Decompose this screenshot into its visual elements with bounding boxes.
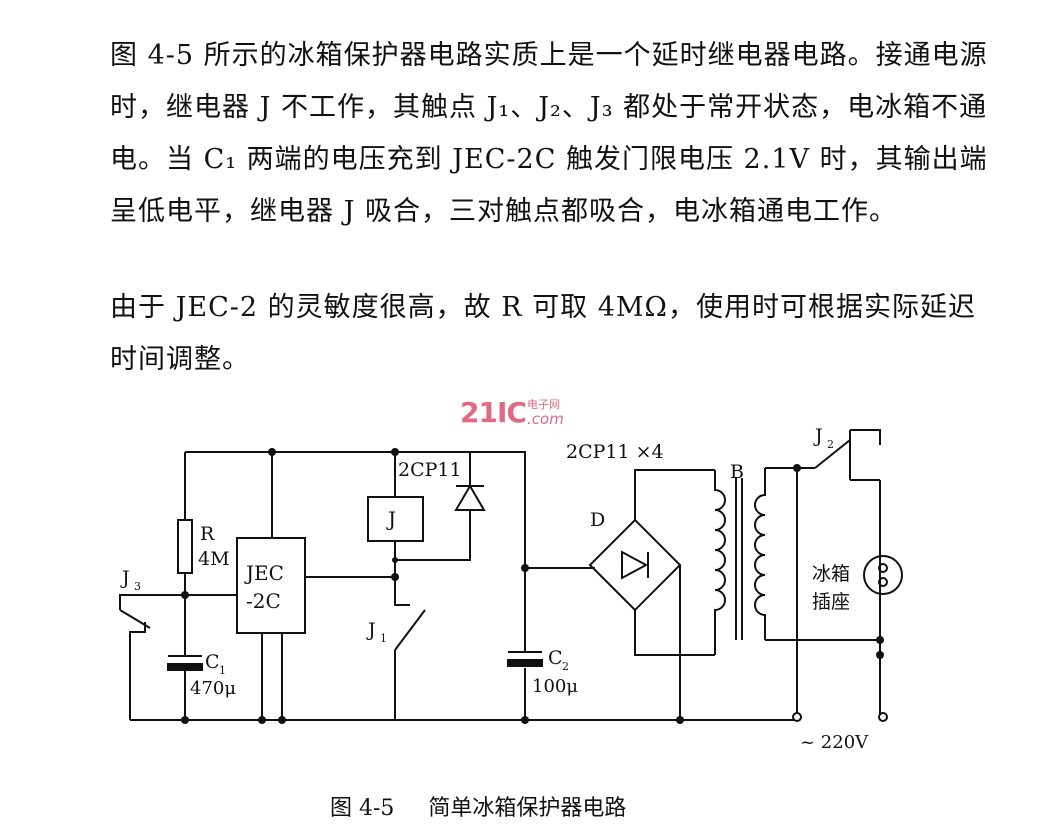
- j1-contact-blade: [394, 609, 426, 651]
- label-r-value: 4M: [198, 548, 230, 570]
- label-r: R: [200, 523, 215, 545]
- watermark-cn: 电子网: [527, 398, 560, 411]
- mains-terminal-right: [878, 712, 888, 722]
- label-bridge-d: D: [590, 509, 605, 531]
- paragraph-1: 图 4-5 所示的冰箱保护器电路实质上是一个延时继电器电路。接通电源时，继电器 …: [110, 40, 988, 227]
- transformer-primary-coil: [714, 470, 726, 655]
- label-transformer-b: B: [730, 461, 744, 483]
- figure-caption: 图 4-5 简单冰箱保护器电路: [330, 790, 626, 822]
- watermark-brand: 21IC: [460, 396, 527, 429]
- diode-2cp11: [454, 484, 486, 511]
- c2-plate-bottom: [507, 659, 543, 667]
- label-c2: C: [548, 647, 563, 669]
- j3-contact-blade: [119, 609, 151, 629]
- ic-wires: [185, 452, 395, 720]
- watermark-domain: .com: [527, 410, 564, 428]
- j3-contact-wire: [119, 594, 185, 720]
- socket-pin-top: [878, 563, 888, 573]
- j2-contact-blade: [814, 439, 851, 469]
- label-c1-value: 470μ: [190, 678, 236, 699]
- resistor-r: [177, 519, 193, 574]
- caption-number: 图 4-5: [330, 796, 395, 821]
- c1-plate-bottom: [167, 663, 203, 671]
- j1-wires: [394, 577, 410, 720]
- relay-j-coil: [367, 496, 424, 542]
- label-c2-value: 100μ: [532, 676, 578, 697]
- label-bridge-note: 2CP11 ×4: [566, 441, 664, 463]
- label-j2-sub: 2: [827, 438, 834, 451]
- label-j2: J: [813, 425, 823, 447]
- socket-pin-bottom: [878, 577, 888, 587]
- label-diode: 2CP11: [398, 459, 462, 481]
- top-rail-wire: [185, 451, 595, 569]
- bridge-rectifier-d: [588, 518, 682, 612]
- bridge-wires: [634, 469, 715, 720]
- ic-jec-2c: [236, 537, 306, 634]
- label-socket-2: 插座: [812, 591, 850, 613]
- label-c1: C: [205, 651, 220, 673]
- label-c1-sub: 1: [219, 664, 226, 677]
- label-j1-sub: 1: [380, 632, 387, 645]
- label-ic-1: JEC: [244, 561, 284, 585]
- watermark-logo: 21IC 电子网 .com: [460, 396, 564, 429]
- junction-dots: [181, 448, 884, 724]
- label-mains: ~ 220V: [800, 732, 869, 753]
- bridge-diode: [621, 550, 649, 580]
- label-c2-sub: 2: [562, 660, 569, 673]
- paragraph-2: 由于 JEC-2 的灵敏度很高，故 R 可取 4MΩ，使用时可根据实际延迟时间调…: [110, 292, 976, 375]
- j2-wires: [797, 429, 881, 715]
- label-j1: J: [366, 619, 376, 641]
- label-relay-j: J: [386, 507, 396, 531]
- transformer-secondary-coil: [754, 468, 766, 640]
- label-ic-2: -2C: [246, 589, 281, 613]
- mains-terminal-left: [792, 712, 802, 722]
- label-j3-sub: 3: [134, 580, 141, 593]
- socket-outer: [863, 555, 903, 595]
- label-j3: J: [120, 567, 130, 589]
- label-socket-1: 冰箱: [812, 563, 850, 585]
- caption-title: 简单冰箱保护器电路: [428, 796, 627, 821]
